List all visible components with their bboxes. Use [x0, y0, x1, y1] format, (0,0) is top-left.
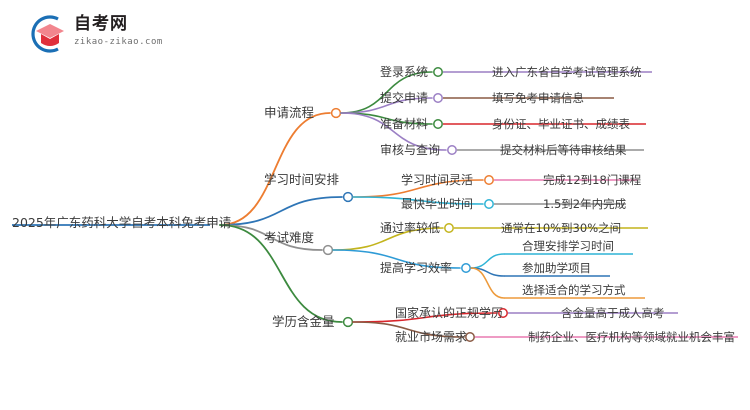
mindmap-leaf-3-2-3[interactable]: 选择适合的学习方式 [522, 283, 626, 297]
mindmap-node-3-1[interactable]: 通过率较低 [380, 221, 441, 235]
mindmap-node-1-4[interactable]: 审核与查询 [380, 143, 441, 157]
site-logo: 自考网 zikao-zikao.com [28, 12, 168, 56]
mindmap-leaf-1-2[interactable]: 填写免考申请信息 [492, 91, 584, 105]
mindmap-node-1-3[interactable]: 准备材料 [380, 117, 429, 131]
mindmap-root-label[interactable]: 2025年广东药科大学自考本科免考申请 [12, 215, 232, 230]
logo-domain: zikao-zikao.com [74, 37, 163, 47]
mindmap-branch-4[interactable]: 学历含金量 [272, 314, 335, 329]
mindmap-node-1-2[interactable]: 提交申请 [380, 91, 429, 105]
mindmap-leaf-2-1[interactable]: 完成12到18门课程 [543, 173, 642, 187]
mindmap-leaf-1-4[interactable]: 提交材料后等待审核结果 [500, 143, 627, 157]
mindmap-branch-1[interactable]: 申请流程 [264, 105, 315, 120]
mindmap-leaf-3-2-1[interactable]: 合理安排学习时间 [522, 239, 614, 253]
mindmap-node-2-2[interactable]: 最快毕业时间 [401, 197, 474, 211]
mindmap-leaf-2-2[interactable]: 1.5到2年内完成 [543, 197, 627, 211]
logo-name: 自考网 [74, 14, 128, 34]
mindmap-leaf-1-3[interactable]: 身份证、毕业证书、成绩表 [492, 117, 630, 131]
mindmap-node-4-2[interactable]: 就业市场需求 [395, 330, 468, 344]
mindmap-leaf-4-1[interactable]: 含金量高于成人高考 [561, 306, 665, 320]
mindmap-branch-3[interactable]: 考试难度 [264, 230, 315, 245]
mindmap-node-4-1[interactable]: 国家承认的正规学历 [395, 306, 504, 320]
mindmap-leaf-3-1[interactable]: 通常在10%到30%之间 [501, 221, 622, 235]
mindmap-leaf-3-2-2[interactable]: 参加助学项目 [522, 261, 591, 275]
mindmap-branch-2[interactable]: 学习时间安排 [264, 172, 340, 187]
mindmap-node-1-1[interactable]: 登录系统 [380, 65, 429, 79]
mindmap-leaf-4-2[interactable]: 制药企业、医疗机构等领域就业机会丰富 [528, 330, 735, 344]
mindmap-node-2-1[interactable]: 学习时间灵活 [401, 173, 474, 187]
mindmap-node-3-2[interactable]: 提高学习效率 [380, 261, 453, 275]
mindmap-leaf-1-1[interactable]: 进入广东省自学考试管理系统 [492, 65, 642, 79]
graduation-cap-icon [31, 15, 64, 53]
